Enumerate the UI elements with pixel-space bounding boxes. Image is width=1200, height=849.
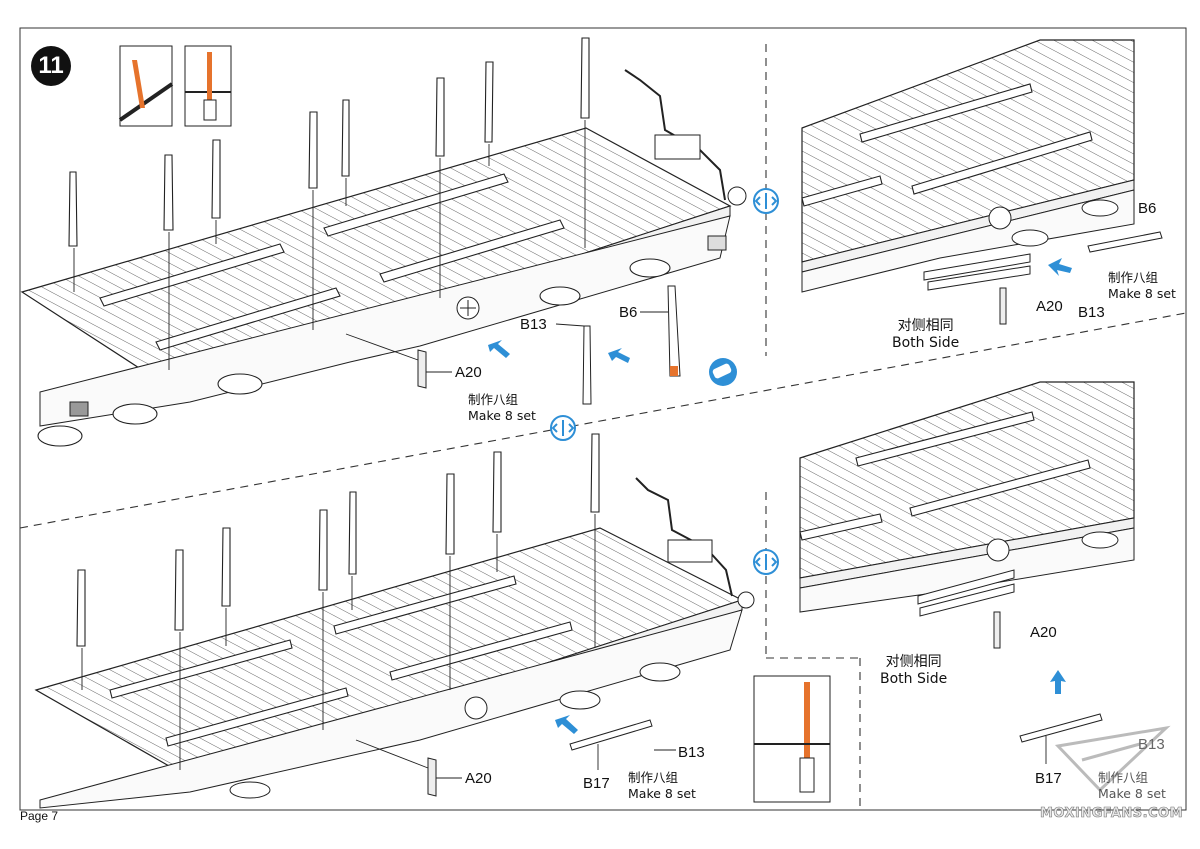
label-b17: B17 [583, 775, 610, 792]
detail-inset-b17 [753, 675, 831, 803]
wagon-bottom-left [34, 433, 755, 809]
part-b6 [667, 285, 681, 377]
arrow-icon [488, 258, 1072, 734]
note-cn: 对侧相同 [897, 318, 954, 334]
note-make-8-set: 制作八组 Make 8 set [628, 770, 696, 802]
note-en: Both Side [880, 671, 948, 687]
note-make-8-set: 制作八组 Make 8 set [1108, 270, 1176, 302]
glue-icon [709, 358, 737, 386]
stakes-top-left [68, 37, 590, 247]
page-number: Page 7 [20, 809, 59, 823]
label-b6: B6 [619, 304, 638, 321]
note-cn: 制作八组 [468, 392, 519, 407]
note-en: Both Side [892, 335, 960, 351]
watermark-logo [1054, 725, 1171, 793]
watermark-text: MOXINGFANS.COM [1040, 806, 1184, 822]
note-make-8-set: 制作八组 Make 8 set [1098, 770, 1166, 802]
stakes-bottom-left [76, 433, 600, 647]
note-cn: 制作八组 [628, 770, 679, 785]
part-a20-bottom [427, 757, 437, 797]
label-b17: B17 [1035, 770, 1062, 787]
step-number: 11 [31, 46, 71, 86]
page-frame [19, 27, 1187, 811]
wagon-top-left [20, 37, 747, 447]
note-cn: 制作八组 [1098, 770, 1149, 785]
note-en: Make 8 set [1098, 786, 1166, 801]
note-both-side: 对侧相同 Both Side [892, 318, 959, 352]
wagon-top-right [801, 39, 1163, 325]
note-cn: 对侧相同 [885, 654, 942, 670]
label-b13: B13 [1138, 736, 1165, 753]
part-b13-top [582, 325, 592, 405]
label-b6: B6 [1138, 200, 1157, 217]
part-a20-top [417, 349, 427, 389]
label-b13: B13 [1078, 304, 1105, 321]
note-make-8-set: 制作八组 Make 8 set [468, 392, 536, 424]
note-en: Make 8 set [628, 786, 696, 801]
label-a20: A20 [1036, 298, 1063, 315]
note-en: Make 8 set [468, 408, 536, 423]
note-cn: 制作八组 [1108, 270, 1159, 285]
label-a20: A20 [455, 364, 482, 381]
label-a20: A20 [1030, 624, 1057, 641]
label-b13: B13 [520, 316, 547, 333]
part-b17-bottom [569, 719, 653, 751]
note-en: Make 8 set [1108, 286, 1176, 301]
label-a20: A20 [465, 770, 492, 787]
wagon-bottom-right [799, 381, 1135, 764]
detail-inset-stake [118, 45, 232, 127]
note-both-side: 对侧相同 Both Side [880, 654, 947, 688]
label-b13: B13 [678, 744, 705, 761]
